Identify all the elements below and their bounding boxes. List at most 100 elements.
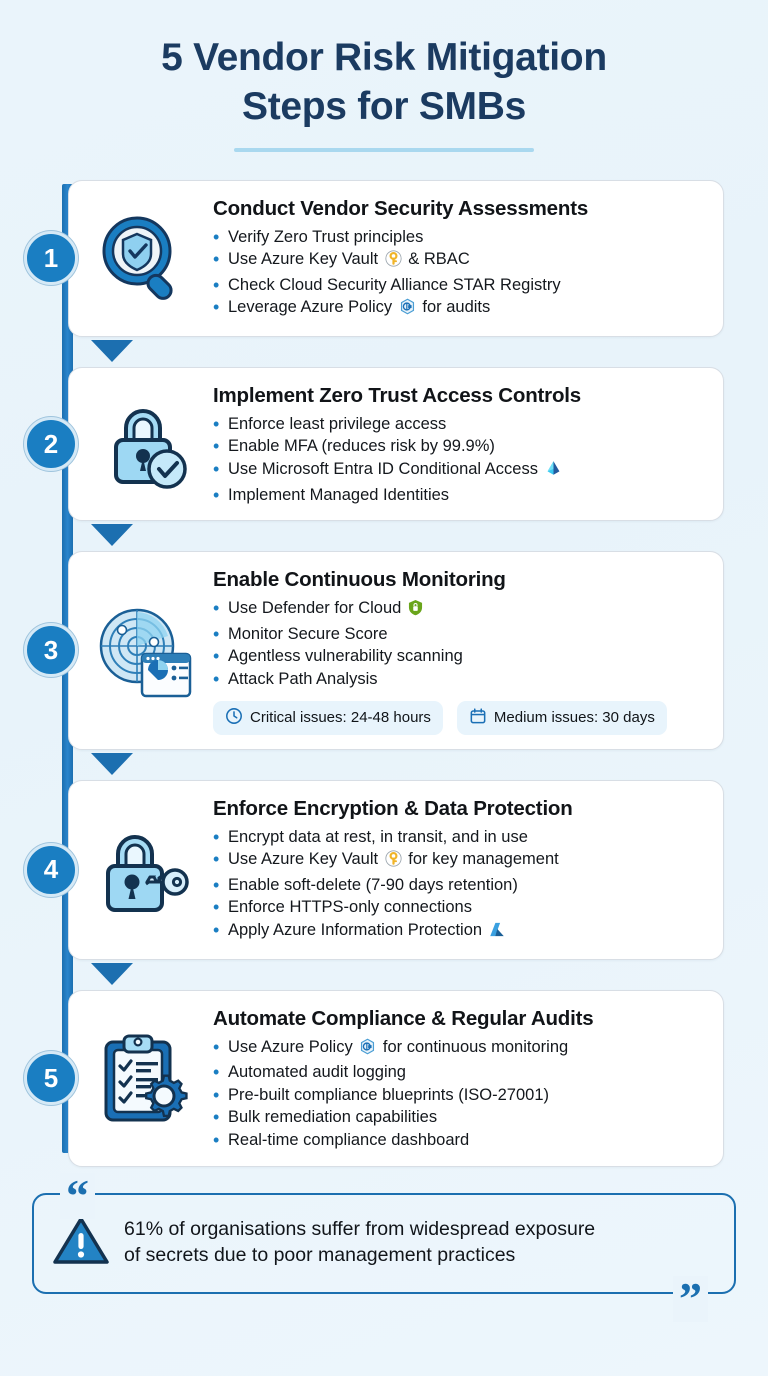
title-underline-rule	[234, 147, 534, 152]
step-bullets-5: Use Azure Policy for continuous monitori…	[213, 1036, 705, 1152]
bullet-item: Verify Zero Trust principles	[213, 226, 705, 249]
bullet-text: Enforce HTTPS-only connections	[228, 898, 472, 917]
key-vault-icon	[385, 250, 402, 274]
step-card-1[interactable]: Conduct Vendor Security Assessments Veri…	[68, 179, 724, 337]
step-item-5[interactable]: 5	[24, 989, 724, 1167]
bullet-text-post: for audits	[422, 298, 491, 317]
step-item-1[interactable]: 1 Conduct Vendor Security Assessments Ve…	[24, 179, 724, 362]
clipboard-gear-icon	[85, 1024, 203, 1132]
padlock-key-icon	[85, 820, 203, 920]
bullet-text: Apply Azure Information Protection	[228, 921, 483, 939]
bullet-text: Real-time compliance dashboard	[228, 1130, 470, 1149]
bullet-item: Leverage Azure Policy for audits	[213, 296, 705, 322]
bullet-text: Use Azure Key Vault	[228, 850, 379, 869]
bullet-text: Use Azure Key Vault	[228, 250, 379, 269]
step-number-badge-2: 2	[24, 417, 78, 472]
bullet-item: Enable MFA (reduces risk by 99.9%)	[213, 435, 705, 458]
clock-icon	[225, 707, 243, 729]
bullet-item: Encrypt data at rest, in transit, and in…	[213, 826, 705, 849]
chip-critical-issues[interactable]: Critical issues: 24-48 hours	[213, 700, 443, 735]
bullet-item: Automated audit logging	[213, 1061, 705, 1084]
bullet-item: Implement Managed Identities	[213, 484, 705, 507]
step-card-5[interactable]: Automate Compliance & Regular Audits Use…	[68, 989, 724, 1167]
step-item-4[interactable]: 4 Enforce Encryption & Data Protection	[24, 779, 724, 985]
step-card-3[interactable]: Enable Continuous Monitoring Use Defende…	[68, 551, 724, 750]
footer-quote-line-1: 61% of organisations suffer from widespr…	[124, 1218, 596, 1241]
azure-logo-icon	[489, 921, 505, 945]
step-connector-arrow-1	[91, 339, 133, 362]
page-title-block: 5 Vendor Risk Mitigation Steps for SMBs	[0, 0, 768, 152]
bullet-text: Enable soft-delete (7-90 days retention)	[228, 875, 518, 894]
bullet-text: Automated audit logging	[228, 1063, 406, 1082]
bullet-text: Verify Zero Trust principles	[228, 227, 424, 246]
bullet-item: Bulk remediation capabilities	[213, 1106, 705, 1129]
bullet-item: Enforce least privilege access	[213, 413, 705, 436]
bullet-text: Bulk remediation capabilities	[228, 1108, 438, 1127]
step-content-1: Conduct Vendor Security Assessments Veri…	[213, 195, 705, 322]
step-content-5: Automate Compliance & Regular Audits Use…	[213, 1005, 705, 1152]
padlock-check-icon	[85, 392, 203, 496]
step-bullets-1: Verify Zero Trust principles Use Azure K…	[213, 226, 705, 322]
bullet-text: Use Microsoft Entra ID Conditional Acces…	[228, 460, 538, 479]
step-title-1: Conduct Vendor Security Assessments	[213, 196, 589, 220]
step-chip-row: Critical issues: 24-48 hours Medium issu…	[213, 700, 705, 735]
step-title-4: Enforce Encryption & Data Protection	[213, 796, 573, 820]
chip-label: Critical issues: 24-48 hours	[250, 709, 431, 727]
bullet-item: Monitor Secure Score	[213, 623, 705, 646]
step-title-5: Automate Compliance & Regular Audits	[213, 1006, 594, 1030]
bullet-text: Leverage Azure Policy	[228, 298, 393, 317]
bullet-item: Use Azure Key Vault for key management	[213, 848, 705, 874]
bullet-item: Enforce HTTPS-only connections	[213, 896, 705, 919]
bullet-text: Pre-built compliance blueprints (ISO-270…	[228, 1085, 549, 1104]
step-content-2: Implement Zero Trust Access Controls Enf…	[213, 382, 705, 506]
bullet-item: Use Azure Policy for continuous monitori…	[213, 1036, 705, 1062]
step-bullets-4: Encrypt data at rest, in transit, and in…	[213, 826, 705, 945]
step-content-4: Enforce Encryption & Data Protection Enc…	[213, 795, 705, 945]
bullet-item: Check Cloud Security Alliance STAR Regis…	[213, 274, 705, 297]
bullet-text: Monitor Secure Score	[228, 624, 388, 643]
bullet-text: Check Cloud Security Alliance STAR Regis…	[228, 275, 561, 294]
bullet-item: Apply Azure Information Protection	[213, 919, 705, 945]
bullet-item: Agentless vulnerability scanning	[213, 645, 705, 668]
bullet-item: Pre-built compliance blueprints (ISO-270…	[213, 1084, 705, 1107]
step-connector-arrow-2	[91, 524, 133, 547]
azure-policy-icon	[359, 1038, 376, 1062]
bullet-text: Use Defender for Cloud	[228, 599, 402, 618]
bullet-text-post: for continuous monitoring	[382, 1037, 569, 1056]
bullet-text: Use Azure Policy	[228, 1037, 353, 1056]
footer-quote-box: “ 61% of organisations suffer from wides…	[32, 1172, 736, 1322]
defender-shield-icon	[408, 599, 423, 623]
bullet-item: Use Microsoft Entra ID Conditional Acces…	[213, 458, 705, 484]
bullet-item: Real-time compliance dashboard	[213, 1129, 705, 1152]
step-content-3: Enable Continuous Monitoring Use Defende…	[213, 566, 705, 735]
quote-open-mark: “	[60, 1172, 95, 1219]
bullet-item: Attack Path Analysis	[213, 668, 705, 691]
step-number-badge-3: 3	[24, 623, 78, 678]
radar-dashboard-icon	[85, 598, 203, 702]
calendar-icon	[469, 707, 487, 729]
entra-id-icon	[545, 459, 562, 484]
bullet-text: Enable MFA (reduces risk by 99.9%)	[228, 437, 495, 456]
bullet-text: Attack Path Analysis	[228, 670, 378, 689]
bullet-item: Enable soft-delete (7-90 days retention)	[213, 874, 705, 897]
bullet-text: Enforce least privilege access	[228, 414, 447, 433]
bullet-text: Agentless vulnerability scanning	[228, 647, 463, 666]
step-number-badge-5: 5	[24, 1051, 78, 1106]
step-card-2[interactable]: Implement Zero Trust Access Controls Enf…	[68, 366, 724, 522]
step-bullets-3: Use Defender for Cloud Monitor Secure Sc…	[213, 597, 705, 690]
page-title-line-1: 5 Vendor Risk Mitigation	[161, 36, 607, 79]
chip-medium-issues[interactable]: Medium issues: 30 days	[456, 700, 667, 735]
step-connector-arrow-4	[91, 962, 133, 985]
step-connector-arrow-3	[91, 752, 133, 775]
step-bullets-2: Enforce least privilege access Enable MF…	[213, 413, 705, 506]
step-card-4[interactable]: Enforce Encryption & Data Protection Enc…	[68, 779, 724, 960]
step-item-3[interactable]: 3	[24, 551, 724, 775]
chip-label: Medium issues: 30 days	[493, 709, 655, 727]
page-title: 5 Vendor Risk Mitigation Steps for SMBs	[0, 34, 768, 132]
footer-quote-text: 61% of organisations suffer from widespr…	[124, 1217, 595, 1269]
azure-policy-icon	[399, 298, 416, 322]
step-title-2: Implement Zero Trust Access Controls	[213, 383, 581, 407]
step-item-2[interactable]: 2 Implement Zero Trust Access Controls E…	[24, 366, 724, 547]
step-number-badge-1: 1	[24, 231, 78, 286]
page-title-line-2: Steps for SMBs	[241, 84, 526, 128]
